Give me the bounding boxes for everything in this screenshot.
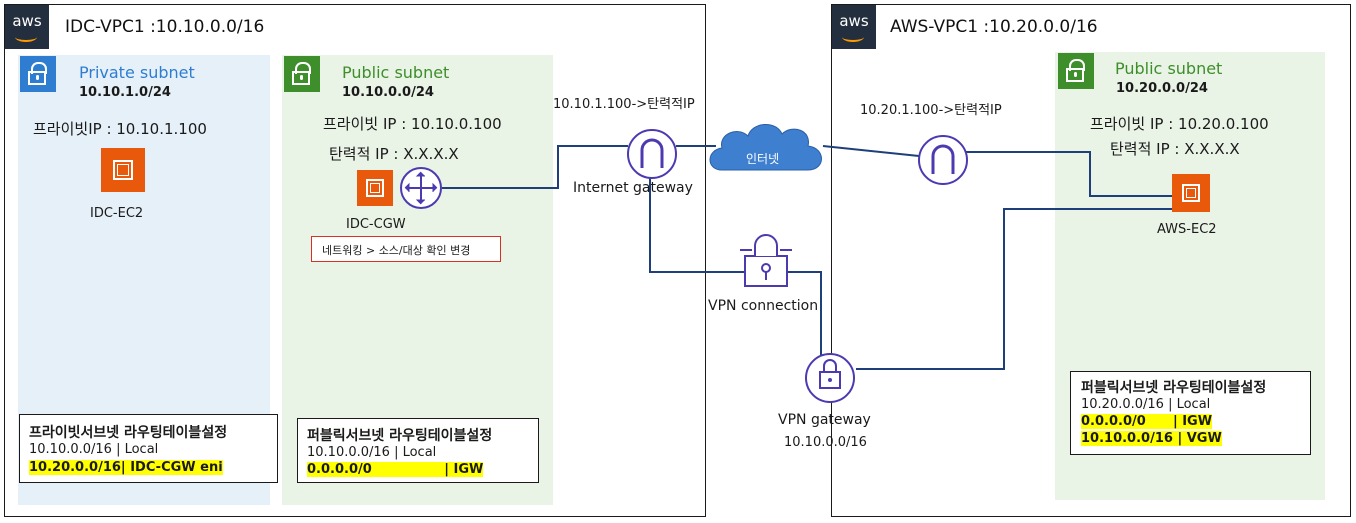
idc-vpc-title: IDC-VPC1 :10.10.0.0/16 [65, 17, 265, 37]
cgw-private-ip: 프라이빗 IP : 10.10.0.100 [323, 115, 502, 133]
vgw-to-ec2-line [856, 208, 1172, 370]
internet-label: 인터넷 [746, 152, 780, 166]
private-route-row-2: 10.20.0.0/16| IDC-CGW eni [29, 460, 223, 475]
public-route-right-row-1: 10.20.0.0/16 | Local [1081, 397, 1211, 412]
right-igw-to-ec2-line [966, 151, 1172, 197]
idc-cgw-ec2-icon [357, 170, 393, 206]
internet-to-right-igw-line [822, 145, 920, 157]
private-route-table-title: 프라이빗서브넷 라우팅테이블설정 [29, 425, 228, 441]
internet-gateway-icon [627, 129, 677, 179]
vpn-gateway-label: VPN gateway [778, 412, 871, 428]
nat-left-label: 10.10.1.100->탄력적IP [553, 97, 695, 112]
internet-gateway-label: Internet gateway [573, 180, 693, 196]
source-dest-check-text: 네트워킹 > 소스/대상 확인 변경 [322, 244, 471, 257]
public-route-left-row-1: 10.10.0.0/16 | Local [307, 445, 437, 460]
aws-ec2-label: AWS-EC2 [1157, 222, 1217, 237]
vpn-gateway-cidr: 10.10.0.0/16 [784, 435, 867, 450]
public-subnet-label-right: Public subnet [1115, 59, 1223, 78]
nat-right-label: 10.20.1.100->탄력적IP [860, 103, 1002, 118]
source-dest-check-note: 네트워킹 > 소스/대상 확인 변경 [311, 236, 501, 262]
router-icon [400, 167, 442, 209]
public-subnet-lock-icon-left [284, 56, 320, 92]
public-route-table-left: 퍼블릭서브넷 라우팅테이블설정 10.10.0.0/16 | Local 0.0… [297, 418, 539, 483]
vpn-connection-icon [740, 234, 792, 287]
private-route-table: 프라이빗서브넷 라우팅테이블설정 10.10.0.0/16 | Local 10… [19, 414, 278, 483]
vpn-gateway-icon [805, 353, 855, 403]
aws-ec2-icon [1172, 174, 1210, 212]
cgw-elastic-ip: 탄력적 IP : X.X.X.X [329, 145, 459, 163]
aws-logo-right: aws [832, 5, 876, 49]
private-subnet-label: Private subnet [79, 63, 195, 82]
cgw-to-igw-line [442, 145, 628, 189]
public-route-right-row-2: 0.0.0.0/0 | IGW [1081, 414, 1213, 429]
private-subnet-lock-icon [20, 56, 56, 92]
aws-ec2-private-ip: 프라이빗 IP : 10.20.0.100 [1090, 115, 1269, 133]
aws-logo-left: aws [5, 5, 49, 49]
public-subnet-lock-icon-right [1058, 53, 1094, 89]
idc-ec2-label: IDC-EC2 [90, 206, 144, 221]
public-subnet-cidr-left: 10.10.0.0/24 [342, 85, 434, 100]
idc-cgw-label: IDC-CGW [346, 217, 406, 232]
internet-gateway-right-icon [918, 135, 968, 185]
aws-ec2-elastic-ip: 탄력적 IP : X.X.X.X [1110, 140, 1240, 158]
public-route-right-row-3: 10.10.0.0/16 | VGW [1081, 431, 1222, 446]
private-subnet-cidr: 10.10.1.0/24 [79, 85, 171, 100]
private-route-row-1: 10.10.0.0/16 | Local [29, 442, 159, 457]
public-subnet-label-left: Public subnet [342, 63, 450, 82]
vpn-connection-line [649, 170, 822, 356]
public-subnet-cidr-right: 10.20.0.0/24 [1116, 81, 1208, 96]
internet-cloud-icon [709, 124, 822, 171]
public-route-table-right-title: 퍼블릭서브넷 라우팅테이블설정 [1081, 380, 1267, 396]
vpn-connection-label: VPN connection [708, 298, 819, 314]
public-route-table-left-title: 퍼블릭서브넷 라우팅테이블설정 [307, 428, 493, 444]
public-route-table-right: 퍼블릭서브넷 라우팅테이블설정 10.20.0.0/16 | Local 0.0… [1070, 371, 1311, 455]
idc-ec2-icon [101, 148, 145, 192]
idc-ec2-private-ip: 프라이빗IP : 10.10.1.100 [33, 120, 207, 138]
aws-vpc-title: AWS-VPC1 :10.20.0.0/16 [890, 17, 1098, 37]
public-route-left-row-2: 0.0.0.0/0 | IGW [307, 462, 484, 477]
